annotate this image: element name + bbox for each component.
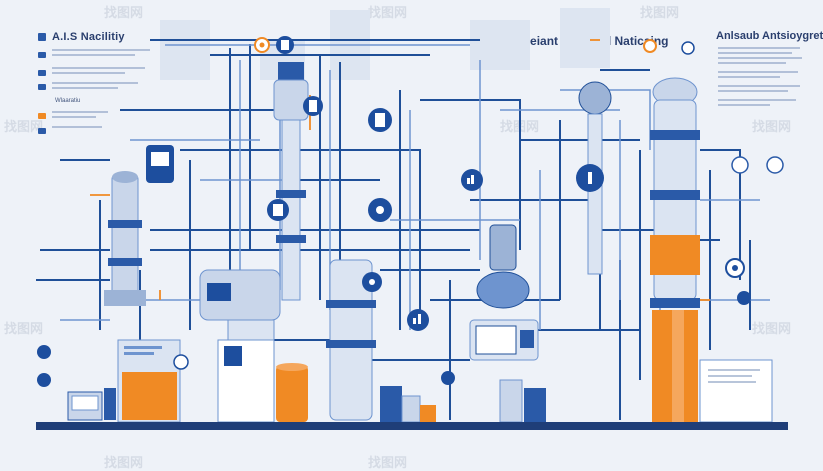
watermark: 找图网 [752, 120, 792, 135]
central-pump [469, 224, 539, 361]
watermark: 找图网 [104, 6, 144, 21]
badge-chart-icon [461, 169, 483, 191]
orange-cylinder-center [276, 363, 308, 422]
central-column [273, 62, 309, 301]
right-main-column [650, 77, 700, 308]
watermark: 找图网 [4, 322, 44, 337]
right-sphere-column [578, 81, 612, 275]
badge-gear-icon [643, 39, 695, 55]
watermark: 找图网 [104, 456, 144, 471]
badge-gear-icon [725, 258, 751, 305]
watermark: 找图网 [4, 120, 44, 135]
ground-line [36, 422, 788, 430]
badge-info-icon [37, 345, 455, 387]
column-center-right [326, 259, 376, 421]
lower-center-tanks [380, 379, 546, 423]
badge-document-icon [267, 199, 289, 221]
background-silhouettes [160, 8, 610, 80]
badge-leaf-icon [731, 156, 784, 174]
badge-clipboard-icon [368, 108, 392, 132]
badge-info-icon [576, 164, 604, 192]
watermark: 找图网 [752, 322, 792, 337]
central-reactor [199, 269, 281, 423]
left-small-machines [67, 388, 116, 421]
left-cabinet [117, 339, 181, 423]
watermark: 找图网 [368, 456, 408, 471]
right-cabinet [699, 359, 773, 423]
badge-gear-icon [362, 272, 382, 292]
badge-gear-icon [254, 37, 270, 53]
left-panel-subheading: Wlaaratiu [55, 98, 81, 104]
watermark: 找图网 [640, 6, 680, 21]
right-info-panel [718, 47, 802, 106]
badge-document-icon [276, 36, 294, 54]
badge-document-icon [303, 96, 323, 116]
left-info-panel [38, 33, 150, 134]
blue-vessel-left [146, 145, 174, 183]
right-orange-tank [652, 310, 698, 422]
header-right-title: Anlsaub Antsioygret [716, 30, 823, 42]
header-left-title: A.I.S Nacilitiy [52, 31, 125, 43]
left-column-tank [104, 171, 146, 306]
badge-gear-icon [368, 198, 392, 222]
badge-chart-icon [407, 309, 429, 331]
watermark: 找图网 [368, 6, 408, 21]
